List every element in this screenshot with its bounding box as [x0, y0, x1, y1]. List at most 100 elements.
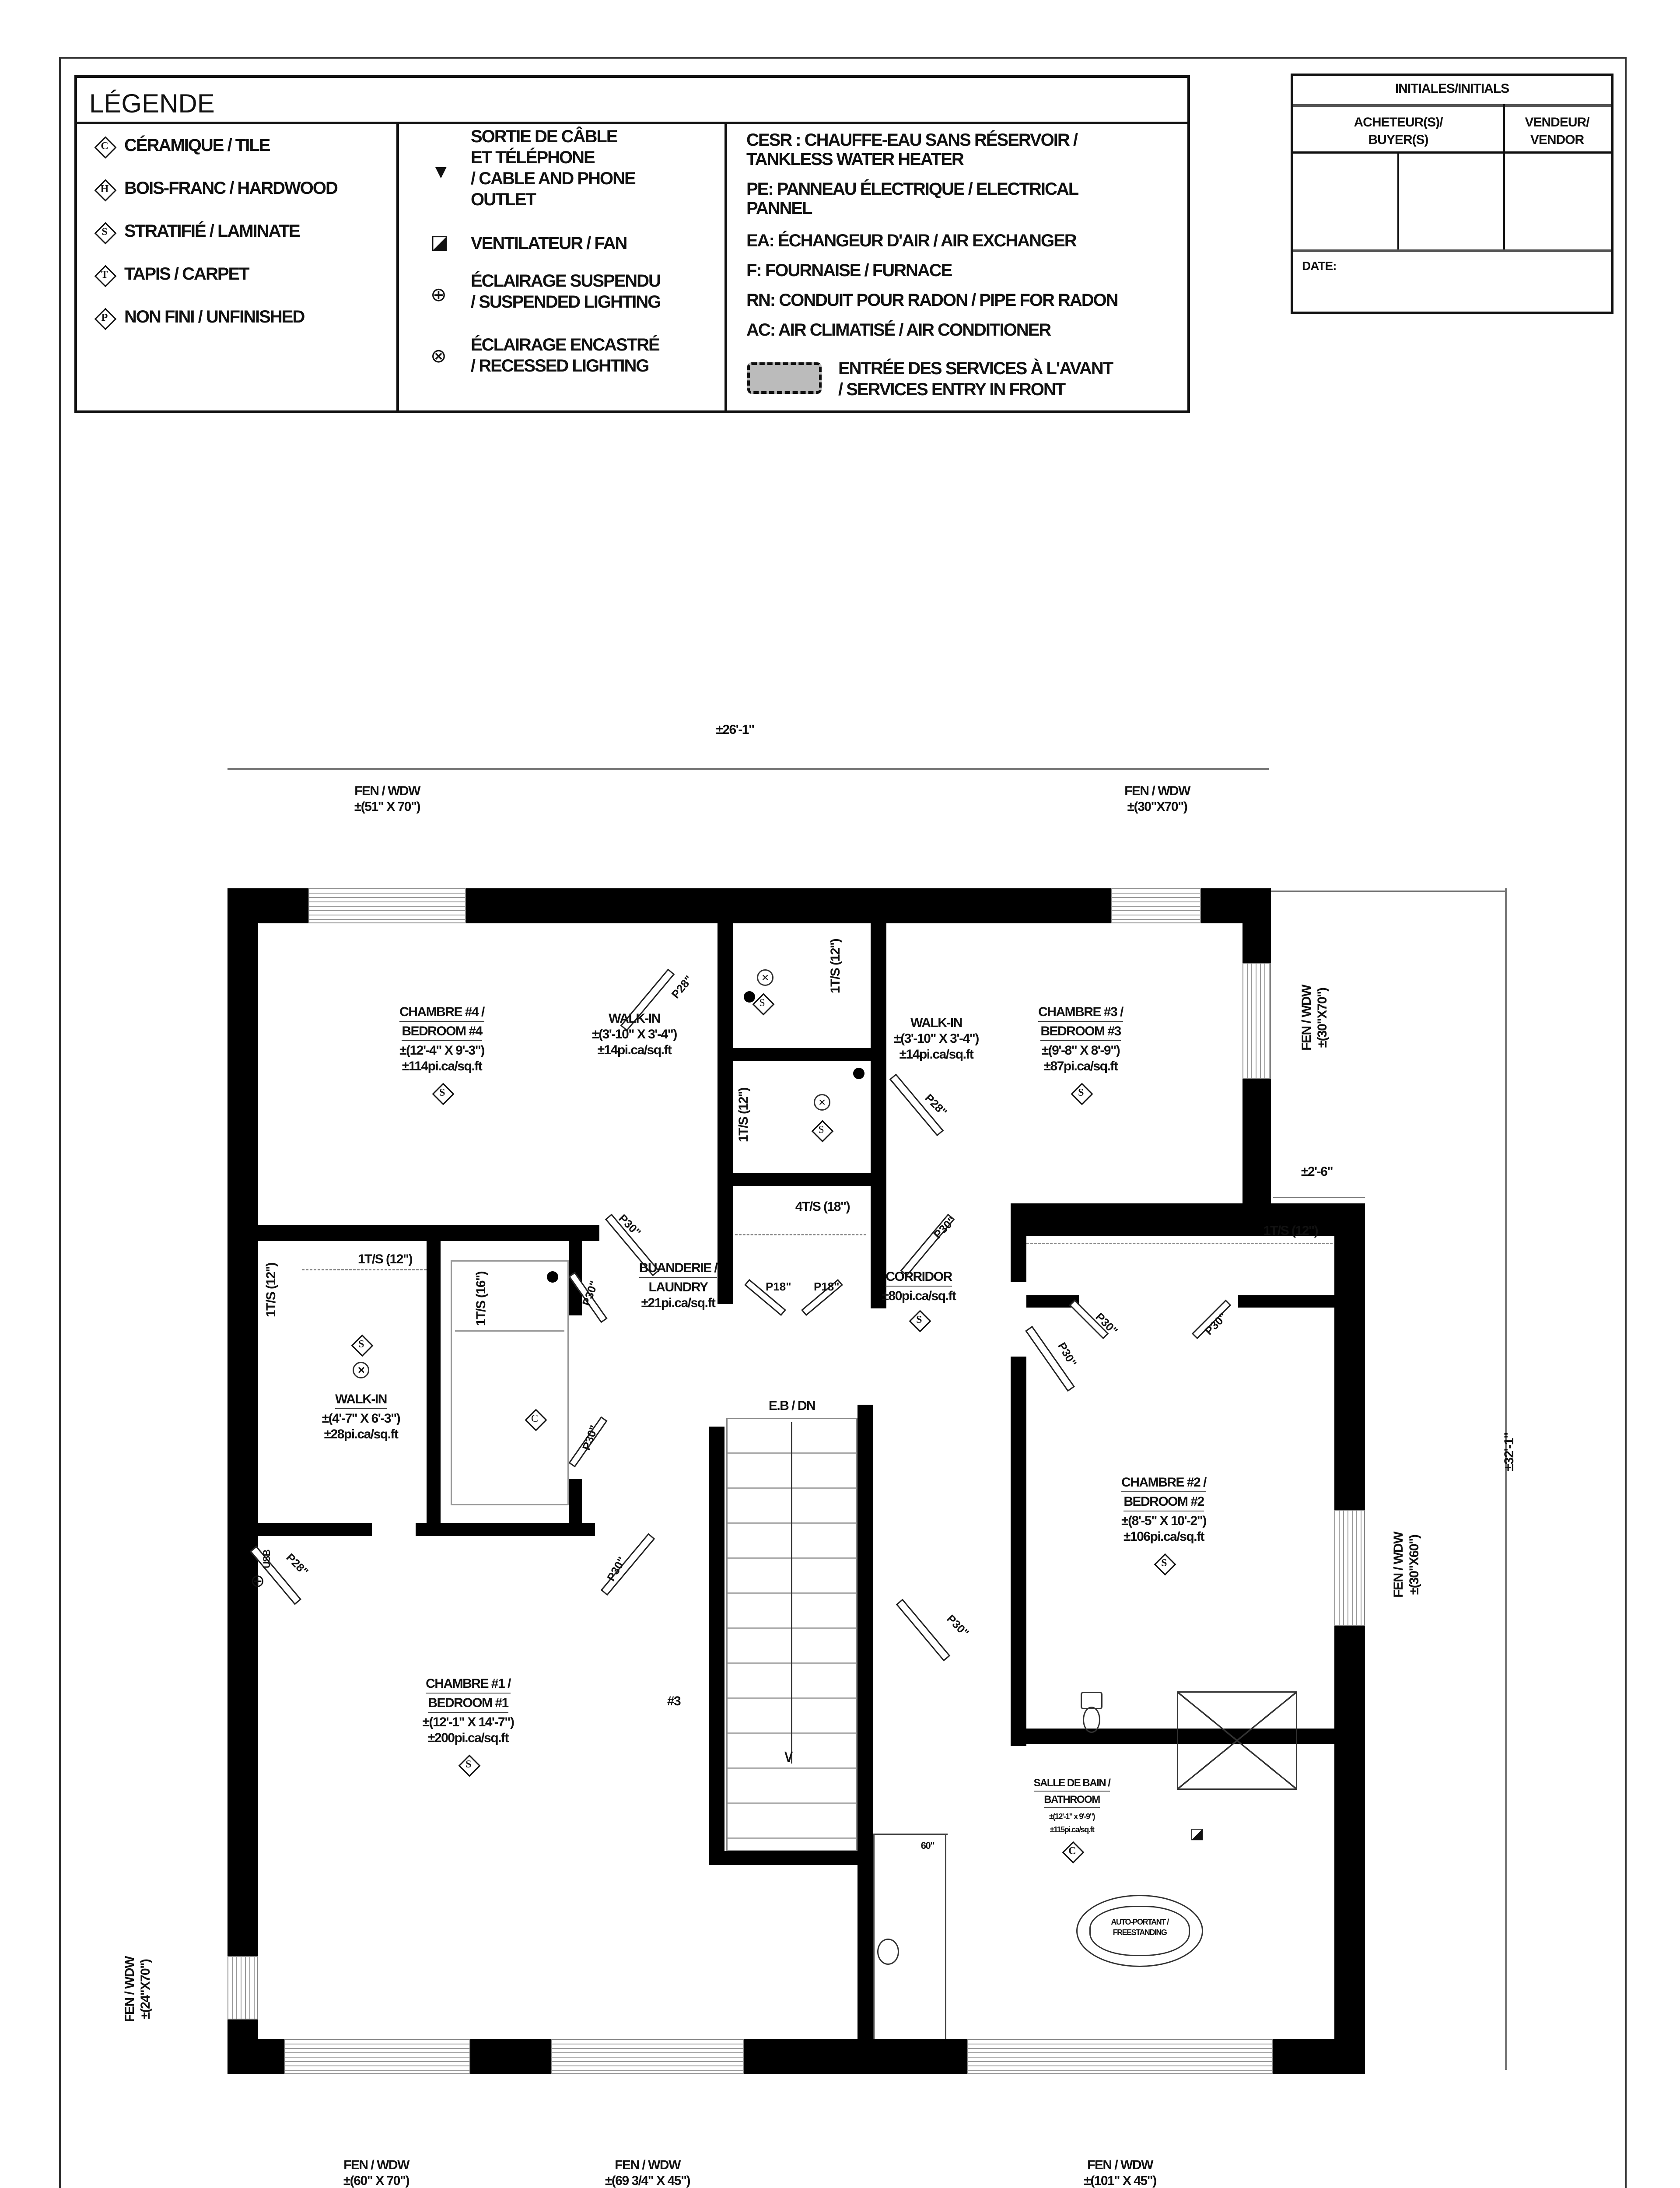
- window-bedroom1-front2: [551, 2039, 744, 2074]
- wall-stair-left: [709, 1427, 724, 1864]
- laundry-light-icon: [547, 1271, 558, 1283]
- wall-stair-right: [858, 1405, 873, 2070]
- wall-walkin-left: [718, 923, 733, 1304]
- window-label: FEN / WDW±(69 3/4" X 45"): [605, 2158, 691, 2188]
- laminate-floor-icon: S: [752, 993, 782, 1013]
- legend-divider: [396, 122, 399, 410]
- freestanding-tub-icon: [1076, 1895, 1203, 1967]
- down-arrow-icon: ∨: [782, 1746, 795, 1766]
- room-label-corridor: CORRIDOR±80pi.ca/sq.ft S: [875, 1269, 962, 1329]
- stair-direction-label: E.B / DN: [768, 1399, 816, 1413]
- legend-suspended-lighting: ⊕ ÉCLAIRAGE SUSPENDU/ SUSPENDED LIGHTING: [430, 271, 661, 312]
- vendor-initials-field[interactable]: [1505, 154, 1611, 250]
- closet-light-icon: [853, 1068, 864, 1079]
- cable-outlet-icon: ⊕: [250, 1571, 265, 1591]
- services-entry-icon: [747, 362, 822, 394]
- wall-bedroom2-left: [1011, 1357, 1026, 1746]
- wall-walkin-divider: [733, 1048, 871, 1061]
- riser-mark: #3: [667, 1694, 681, 1708]
- laminate-floor-icon: S: [812, 1120, 841, 1140]
- hardwood-diamond-icon: H: [94, 179, 114, 199]
- legend-title: LÉGENDE: [89, 89, 215, 118]
- room-label-laundry: BUANDERIE /LAUNDRY±21pi.ca/sq.ft: [639, 1261, 718, 1310]
- wall-walkin-right: [871, 923, 886, 1308]
- laminate-floor-icon: S: [351, 1335, 371, 1354]
- window-bathroom: [967, 2039, 1273, 2074]
- vanity-dim-label: 60": [920, 1840, 935, 1851]
- room-label-bedroom3: CHAMBRE #3 /BEDROOM #3±(9'-8" X 8'-9")±8…: [1024, 1004, 1138, 1102]
- shelf-label: 1T/S (12"): [1263, 1224, 1319, 1238]
- window-label: FEN / WDW±(30"X70"): [1124, 784, 1190, 814]
- window-bedroom1-side: [228, 1956, 258, 2020]
- shower-icon: [1177, 1691, 1297, 1790]
- recessed-light-icon: ×: [353, 1362, 369, 1378]
- wall-stair-bottom: [709, 1851, 866, 1865]
- shelf-label: 1T/S (12"): [736, 1087, 751, 1143]
- exterior-wall-right-lower: [1334, 1203, 1365, 2070]
- suspended-light-icon: ⊕: [430, 284, 447, 305]
- washer-dryer: [451, 1260, 569, 1505]
- legend-recessed-lighting: ⊗ ÉCLAIRAGE ENCASTRÉ/ RECESSED LIGHTING: [430, 335, 660, 375]
- laminate-floor-icon: S: [1071, 1083, 1090, 1102]
- shelf-label: 1T/S (12"): [357, 1252, 413, 1266]
- initials-box: INITIALES/INITIALS ACHETEUR(S)/BUYER(S) …: [1291, 74, 1614, 314]
- window-bedroom2: [1334, 1510, 1365, 1626]
- ceramic-floor-icon: C: [1062, 1841, 1082, 1861]
- window-bedroom3-top: [1111, 888, 1201, 923]
- laminate-floor-icon: S: [909, 1310, 928, 1329]
- room-label-bedroom1: CHAMBRE #1 /BEDROOM #1±(12'-1" X 14'-7")…: [407, 1676, 529, 1774]
- wall-bedroom4-bottom: [258, 1225, 599, 1241]
- legend-fan: ◪ VENTILATEUR / FAN: [430, 231, 627, 253]
- buyer-header: ACHETEUR(S)/BUYER(S): [1354, 115, 1443, 147]
- overall-width-dim-line: [228, 768, 1269, 770]
- toilet-icon: [1083, 1707, 1100, 1733]
- room-label-bedroom4: CHAMBRE #4 /BEDROOM #4±(12'-4" X 9'-3")±…: [376, 1004, 508, 1102]
- tub-label: AUTO-PORTANT /FREESTANDING: [1111, 1918, 1169, 1937]
- tile-diamond-icon: C: [94, 137, 114, 156]
- exterior-wall-left: [228, 888, 258, 2070]
- buyer2-initials-field[interactable]: [1399, 154, 1503, 250]
- window-bedroom1-front: [284, 2039, 470, 2074]
- exterior-wall-step: [1011, 1203, 1365, 1236]
- shelf-label: 1T/S (12"): [828, 939, 843, 994]
- laminate-floor-icon: S: [432, 1083, 452, 1102]
- wall-walkin1-bottom: [258, 1523, 372, 1536]
- window-label: FEN / WDW±(30"X60"): [1391, 1532, 1421, 1598]
- window-label: FEN / WDW±(30"X70"): [1299, 985, 1330, 1051]
- date-field[interactable]: [1350, 256, 1606, 307]
- buyer1-initials-field[interactable]: [1293, 154, 1397, 250]
- legend-header: LÉGENDE: [77, 78, 1187, 124]
- wall-walkin-divider2: [733, 1173, 871, 1186]
- drawing-sheet: [59, 57, 1627, 2188]
- overall-depth-dim-line: [1505, 888, 1507, 2070]
- laminate-floor-icon: S: [458, 1755, 478, 1774]
- window-bedroom4: [308, 888, 466, 923]
- wall-walkin1-right: [427, 1241, 441, 1525]
- recessed-light-icon: ⊗: [430, 345, 447, 367]
- services-entry-label: ENTRÉE DES SERVICES À L'AVANT/ SERVICES …: [838, 359, 1113, 399]
- vendor-header: VENDEUR/VENDOR: [1525, 115, 1589, 147]
- window-label: FEN / WDW±(60" X 70"): [343, 2158, 410, 2188]
- ceramic-floor-icon: C: [525, 1409, 555, 1428]
- offset-dim-label: ±2'-6": [1301, 1164, 1334, 1179]
- overall-depth-label: ±32'-1": [1502, 1433, 1516, 1471]
- wall-bedroom2-top: [1011, 1203, 1026, 1282]
- initials-title: INITIALES/INITIALS: [1395, 81, 1509, 96]
- usb-label: USB: [261, 1550, 272, 1568]
- shelf-label: 1T/S (12"): [264, 1262, 278, 1318]
- closet-light-icon: [744, 991, 755, 1003]
- window-label: FEN / WDW±(24"X70"): [122, 1957, 153, 2022]
- room-label-walkin4: WALK-IN±(3'-10" X 3'-4")±14pi.ca/sq.ft: [592, 1011, 677, 1057]
- window-label: FEN / WDW±(51" X 70"): [354, 784, 421, 814]
- date-label: DATE:: [1302, 259, 1337, 273]
- overall-width-label: ±26'-1": [716, 722, 755, 737]
- fan-icon: ◪: [1190, 1825, 1204, 1842]
- room-label-walkin3: WALK-IN±(3'-10" X 3'-4")±14pi.ca/sq.ft: [894, 1016, 979, 1062]
